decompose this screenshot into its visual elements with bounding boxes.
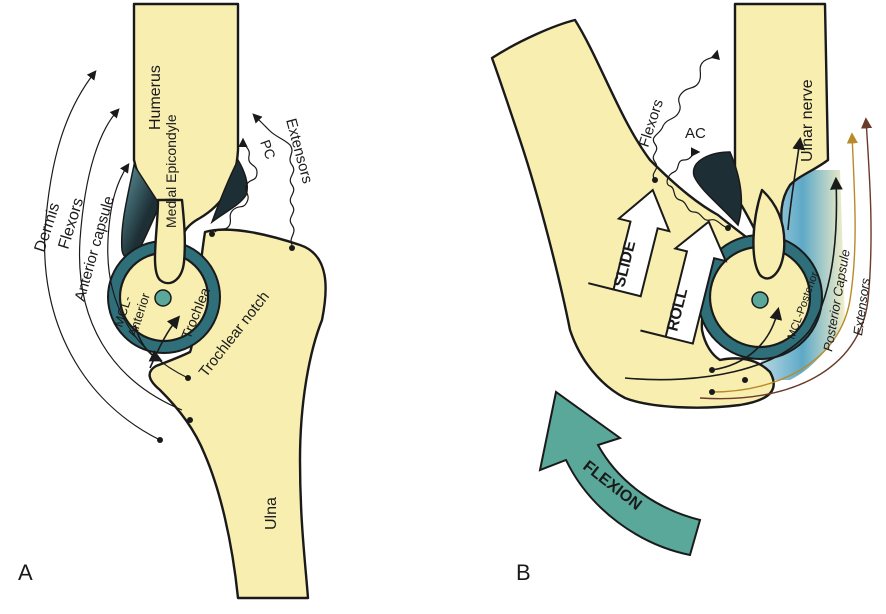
posterior-capsule-line xyxy=(711,132,858,393)
humerus-label: Humerus xyxy=(147,65,164,130)
posterior-capsule-pocket-a xyxy=(210,158,249,225)
capsule-dot-b xyxy=(709,389,715,395)
medial-epicondyle-label: Medial Epicondyle xyxy=(163,114,179,228)
extensors-squiggle xyxy=(252,113,295,246)
ac-pocket-b xyxy=(692,151,743,227)
ac-squiggle xyxy=(666,147,729,229)
dermis-dot xyxy=(157,437,163,443)
mcl-dot-b xyxy=(709,367,715,373)
mcl-arc-a xyxy=(149,315,181,369)
roll-arrow xyxy=(640,220,728,345)
medial-epicondyle-a xyxy=(153,198,187,285)
capsule-dot xyxy=(185,375,191,381)
posterior-line-1 xyxy=(624,176,843,381)
axis-point-b xyxy=(751,291,769,309)
ulnar-nerve-line xyxy=(787,136,805,231)
flexors-dot-b xyxy=(652,177,658,183)
pc-label: PC xyxy=(257,138,279,162)
panel-a: Dermis Flexors Anterior capsule Humerus … xyxy=(18,2,327,600)
extensors-line-b xyxy=(699,117,873,400)
mcl-posterior-arrow xyxy=(711,306,783,371)
panel-b-letter: B xyxy=(516,560,531,585)
ac-label: AC xyxy=(685,125,706,142)
pc-dot xyxy=(209,231,215,237)
pc-squiggle xyxy=(214,137,258,233)
extensors-dot xyxy=(289,245,295,251)
slide-arrow xyxy=(588,188,671,298)
extensors-label-a: Extensors xyxy=(282,117,316,186)
panel-b: SLIDE ROLL FLEXION Flexors AC Ulnar nerv… xyxy=(490,2,873,585)
ulna-a xyxy=(148,228,327,600)
flexors-squiggle-b xyxy=(652,49,720,181)
ulnar-nerve-label: Ulnar nerve xyxy=(799,79,816,162)
mcl-anterior-arrow xyxy=(134,324,163,362)
flexors-label-a: Flexors xyxy=(56,196,88,251)
humerus-b xyxy=(733,2,830,242)
flexors-dot xyxy=(187,417,193,423)
epicondyle-b xyxy=(752,188,786,280)
axis-point-a xyxy=(154,289,172,307)
flexion-arrow xyxy=(538,390,702,557)
panel-a-letter: A xyxy=(18,560,33,585)
flexors-label-b: Flexors xyxy=(636,97,667,149)
ac-dot xyxy=(725,225,731,231)
dermis-line xyxy=(43,70,161,441)
flexors-line xyxy=(78,108,183,411)
extensors-dot-b xyxy=(742,377,748,383)
extensors-label-b: Extensors xyxy=(850,277,873,337)
ulna-label: Ulna xyxy=(263,497,280,530)
